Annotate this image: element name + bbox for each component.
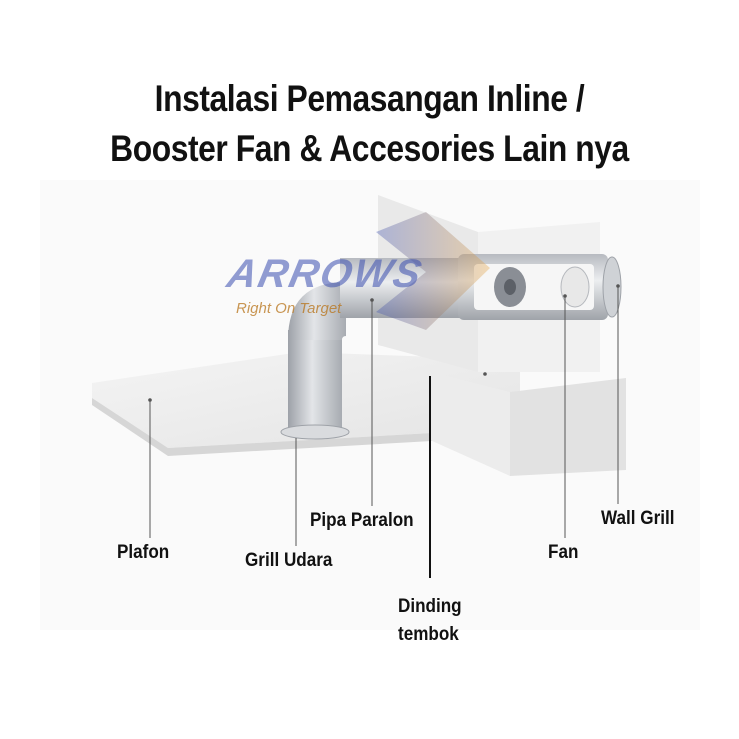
wall-lower-side [430, 372, 510, 476]
ceiling-slab-edge [92, 398, 520, 456]
label-grill-udara: Grill Udara [245, 550, 333, 571]
dot-pipa [370, 298, 374, 302]
label-dinding-tembok-line2: tembok [398, 624, 459, 645]
dot-plafon [148, 398, 152, 402]
duct-vertical [288, 330, 342, 430]
dot-fan [563, 294, 567, 298]
duct-elbow [288, 282, 346, 340]
dot-wall-grill [616, 284, 620, 288]
title-line-2: Booster Fan & Accesories Lain nya [110, 128, 629, 169]
watermark-tagline: Right On Target [236, 300, 342, 317]
wall-grill-shape [602, 256, 622, 318]
title-line-1: Instalasi Pemasangan Inline / [154, 78, 585, 119]
label-plafon: Plafon [117, 542, 170, 563]
ceiling-grill-shape [280, 424, 350, 440]
label-dinding-tembok-line1: Dinding [398, 596, 462, 617]
label-fan: Fan [548, 542, 579, 563]
dot-dinding [483, 372, 487, 376]
fan-motor-hub [504, 279, 516, 295]
watermark-brand-name: ARROWS [223, 252, 428, 296]
wall-lower [510, 378, 626, 476]
label-wall-grill: Wall Grill [601, 508, 675, 529]
watermark-arrow [376, 212, 490, 330]
fan-outlet [560, 266, 590, 308]
label-pipa-paralon: Pipa Paralon [310, 510, 414, 531]
